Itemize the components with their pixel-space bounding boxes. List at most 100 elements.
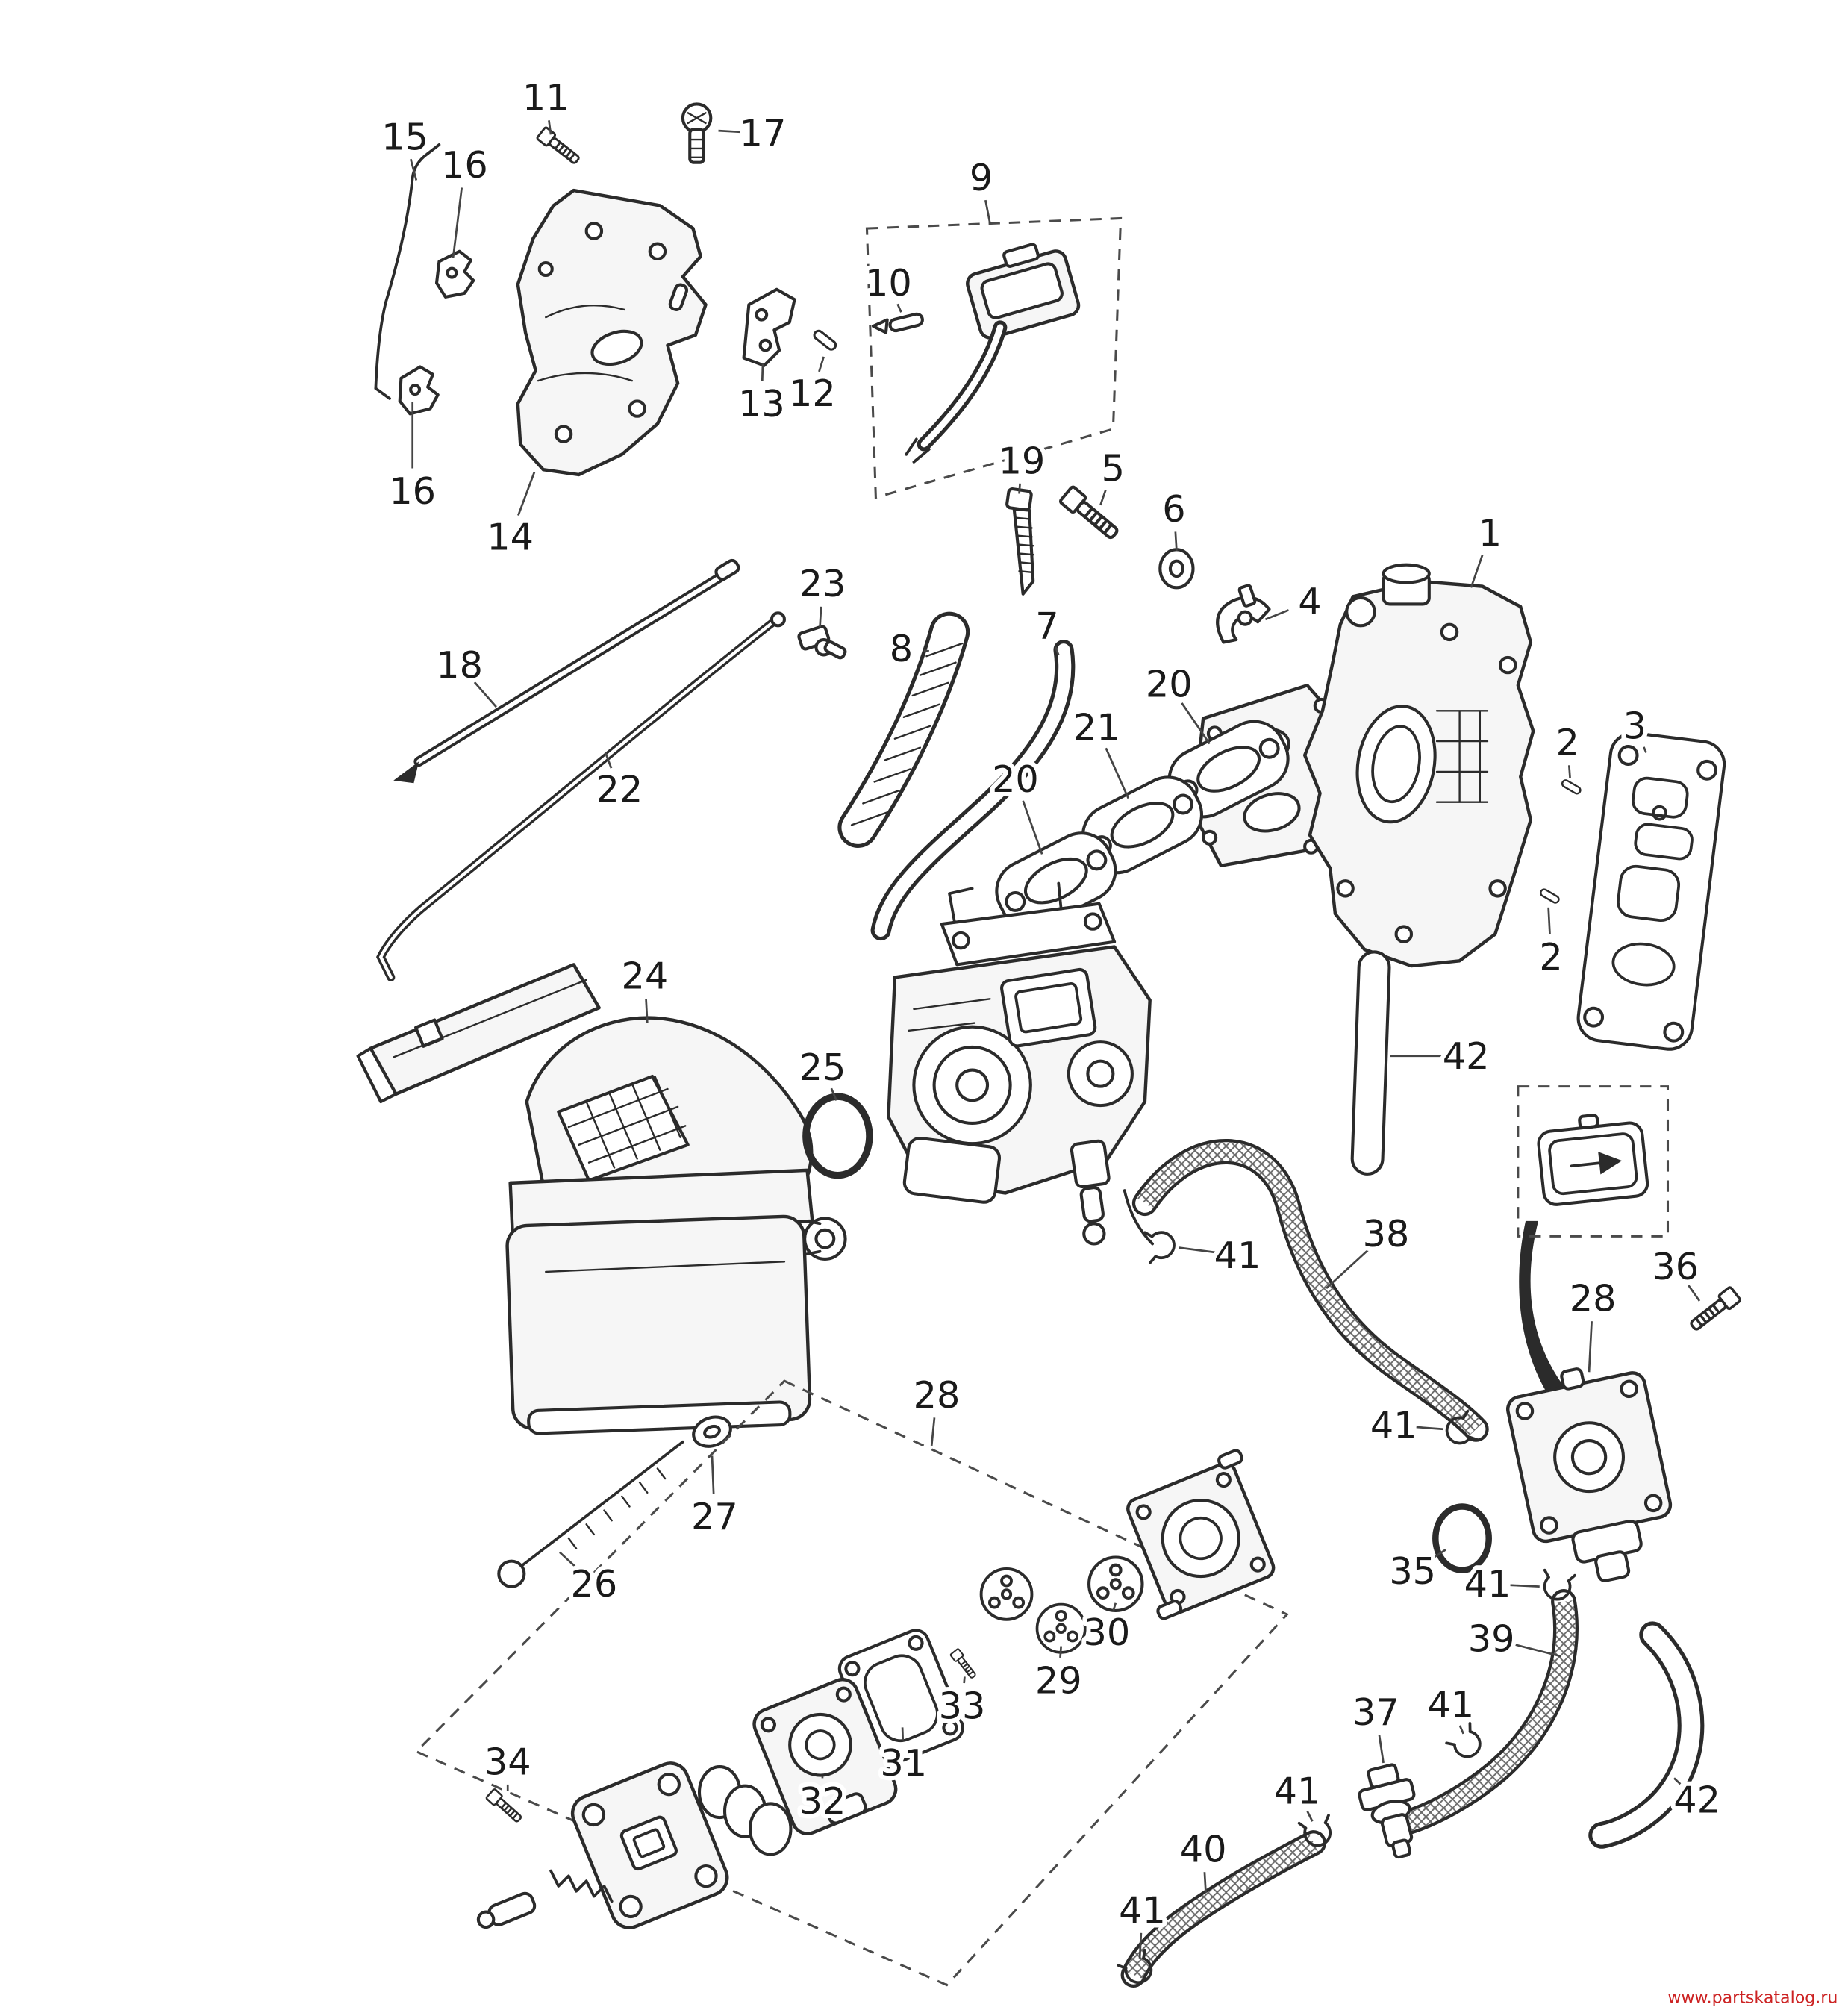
callout-leader-27 [711, 1455, 715, 1494]
callout-36-bolt: 36 [1652, 1245, 1699, 1288]
callout-leader-41 [1138, 1932, 1143, 1959]
callout-42-hose: 42 [1443, 1034, 1490, 1078]
air-silencer-24 [505, 1016, 847, 1435]
callout-leader-26 [559, 1551, 578, 1570]
callout-leader-20 [1181, 702, 1211, 745]
callout-41-hose-clip: 41 [1370, 1404, 1417, 1447]
diaphragm-29 [1035, 1602, 1087, 1654]
callout-11-screw: 11 [522, 76, 569, 119]
callout-leader-37 [1378, 1735, 1385, 1764]
fuel-connector-37 [1358, 1763, 1416, 1859]
washer-27 [692, 1415, 732, 1448]
callout-leader-28 [1588, 1321, 1593, 1373]
callout-leader-12 [818, 356, 825, 372]
callout-5-bolt: 5 [1102, 446, 1125, 490]
screw-17 [681, 102, 713, 164]
callout-27-washer: 27 [691, 1495, 738, 1538]
hose-42-straight [1350, 950, 1391, 1176]
callout-4-clamp: 4 [1298, 580, 1321, 623]
callout-10-pin: 10 [865, 261, 912, 305]
pump-spring [549, 1869, 614, 1903]
callout-41-hose-clip: 41 [1274, 1769, 1321, 1812]
callout-leader-6 [1174, 531, 1178, 552]
intake-duct [356, 963, 601, 1104]
cable-clamp-23 [797, 625, 847, 660]
callout-15-link-rod: 15 [381, 116, 428, 159]
manifold-ribs [1435, 710, 1489, 803]
callout-leader-10 [896, 303, 902, 313]
clamp-16-upper [434, 249, 475, 299]
screw-11 [535, 125, 583, 168]
screw-33 [949, 1647, 978, 1681]
callout-leader-41 [1179, 1246, 1215, 1254]
callout-16-clamp: 16 [389, 469, 436, 513]
pump-body-32 [752, 1678, 898, 1835]
callout-leader-23 [819, 606, 822, 628]
silencer-mesh [567, 1075, 687, 1169]
callout-32-pump-body: 32 [799, 1779, 846, 1823]
callout-leader-22 [604, 752, 613, 769]
pump-cup-seals [697, 1765, 793, 1856]
callout-39-fuel-hose: 39 [1468, 1617, 1515, 1660]
bracket-13 [742, 287, 796, 367]
screw-34 [484, 1788, 525, 1826]
fuel-hose-38 [1131, 1139, 1489, 1442]
pump-base-flange [570, 1761, 729, 1929]
callout-leader-13 [761, 363, 764, 381]
callout-33-screw: 33 [939, 1684, 986, 1727]
callout-9-fuel-joint-assembly: 9 [970, 156, 993, 199]
callout-21-gasket: 21 [1073, 705, 1120, 749]
bolt-5 [1060, 486, 1122, 542]
gasket-3 [1576, 731, 1726, 1051]
callout-leader-8 [923, 649, 929, 652]
fuel-pump-cover [1126, 1449, 1276, 1620]
choke-rod-22 [376, 611, 786, 981]
fuel-pump-box-28 [414, 1379, 1289, 1987]
callout-leader-17 [718, 129, 740, 134]
callout-38-fuel-hose: 38 [1363, 1212, 1410, 1255]
pump-inset-top-view [1537, 1114, 1649, 1206]
callout-leader-25 [830, 1087, 837, 1101]
callout-7-hose: 7 [1035, 604, 1058, 647]
callout-42-hose: 42 [1673, 1778, 1720, 1821]
callout-leader-16 [452, 187, 463, 258]
o-ring-35 [1432, 1503, 1492, 1573]
callout-leader-2 [1547, 907, 1551, 934]
callout-leader-15 [410, 158, 418, 181]
fuel-joint-box-9 [865, 216, 1123, 499]
pump-plunger [476, 1891, 537, 1929]
callout-leader-33 [963, 1676, 966, 1684]
diaphragm-30 [1089, 1558, 1142, 1611]
callout-20-gasket: 20 [1146, 663, 1193, 706]
callout-34-screw: 34 [484, 1740, 531, 1783]
callout-leader-24 [645, 999, 649, 1023]
callout-leader-39 [1513, 1643, 1561, 1658]
callout-leader-38 [1326, 1248, 1370, 1290]
clamp-4 [1216, 584, 1271, 644]
callout-leader-36 [1688, 1285, 1701, 1302]
callout-20-gasket: 20 [992, 758, 1039, 801]
callout-leader-7 [1054, 646, 1060, 655]
dowel-pin-2-lower [1538, 887, 1561, 905]
callout-leader-2 [1567, 765, 1571, 778]
callout-1-intake-manifold: 1 [1479, 511, 1502, 555]
callout-26-bolt: 26 [571, 1562, 618, 1605]
callout-28-fuel-pump-assembly: 28 [914, 1373, 961, 1417]
callout-30-diaphragm: 30 [1084, 1611, 1131, 1654]
callout-29-diaphragm: 29 [1035, 1658, 1082, 1702]
callout-25-o-ring: 25 [799, 1046, 846, 1089]
pump-inset-box [1517, 1085, 1670, 1238]
callout-18-throttle-rod: 18 [436, 643, 483, 687]
callout-leader-40 [1203, 1872, 1207, 1893]
fuel-hose-39 [1393, 1589, 1579, 1835]
callout-2-dowel-pin: 2 [1539, 935, 1562, 979]
callout-8-spiral-hose: 8 [890, 627, 913, 670]
callout-leader-1 [1470, 554, 1484, 588]
pin-12 [811, 328, 839, 352]
callout-leader-31 [901, 1727, 905, 1741]
hose-clip-41-a [1143, 1226, 1179, 1264]
callout-31-gasket: 31 [880, 1741, 927, 1785]
bolt-26 [497, 1440, 684, 1588]
callout-3-gasket: 3 [1623, 705, 1646, 748]
